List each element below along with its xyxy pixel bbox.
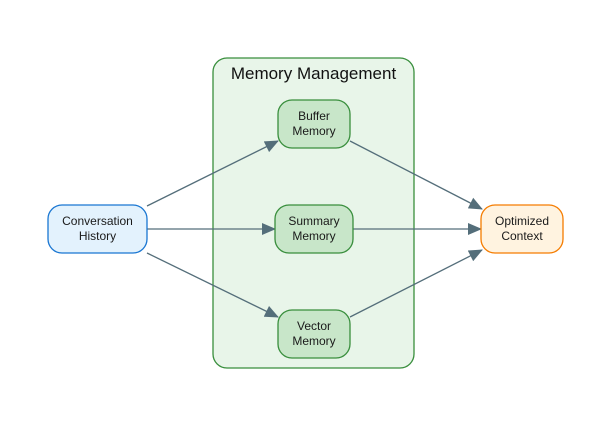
node-label-line-2: Memory [292, 334, 335, 348]
edge-vector-to-context [349, 249, 483, 318]
node-label-line-1: Conversation [62, 214, 133, 228]
node-conversation-history[interactable]: Conversation History [47, 204, 148, 254]
node-box[interactable] [480, 204, 564, 254]
node-box[interactable] [277, 99, 351, 149]
node-label-line-2: History [79, 229, 116, 243]
node-vector-memory[interactable]: Vector Memory [277, 309, 351, 359]
node-label-line-1: Buffer [298, 109, 330, 123]
node-optimized-context[interactable]: Optimized Context [480, 204, 564, 254]
node-label-line-1: Vector [297, 319, 331, 333]
node-label-line-2: Context [501, 229, 543, 243]
node-buffer-memory[interactable]: Buffer Memory [277, 99, 351, 149]
node-label-line-2: Memory [292, 229, 335, 243]
cluster-title: Memory Management [231, 64, 397, 83]
node-label-line-1: Optimized [495, 214, 549, 228]
node-box[interactable] [274, 204, 354, 254]
node-summary-memory[interactable]: Summary Memory [274, 204, 354, 254]
node-label-line-1: Summary [288, 214, 339, 228]
node-box[interactable] [277, 309, 351, 359]
edge-buffer-to-context [349, 140, 483, 210]
edge-history-to-vector [146, 252, 279, 318]
node-label-line-2: Memory [292, 124, 335, 138]
edge-history-to-buffer [146, 140, 279, 207]
edges-layer [146, 140, 483, 318]
node-box[interactable] [47, 204, 148, 254]
